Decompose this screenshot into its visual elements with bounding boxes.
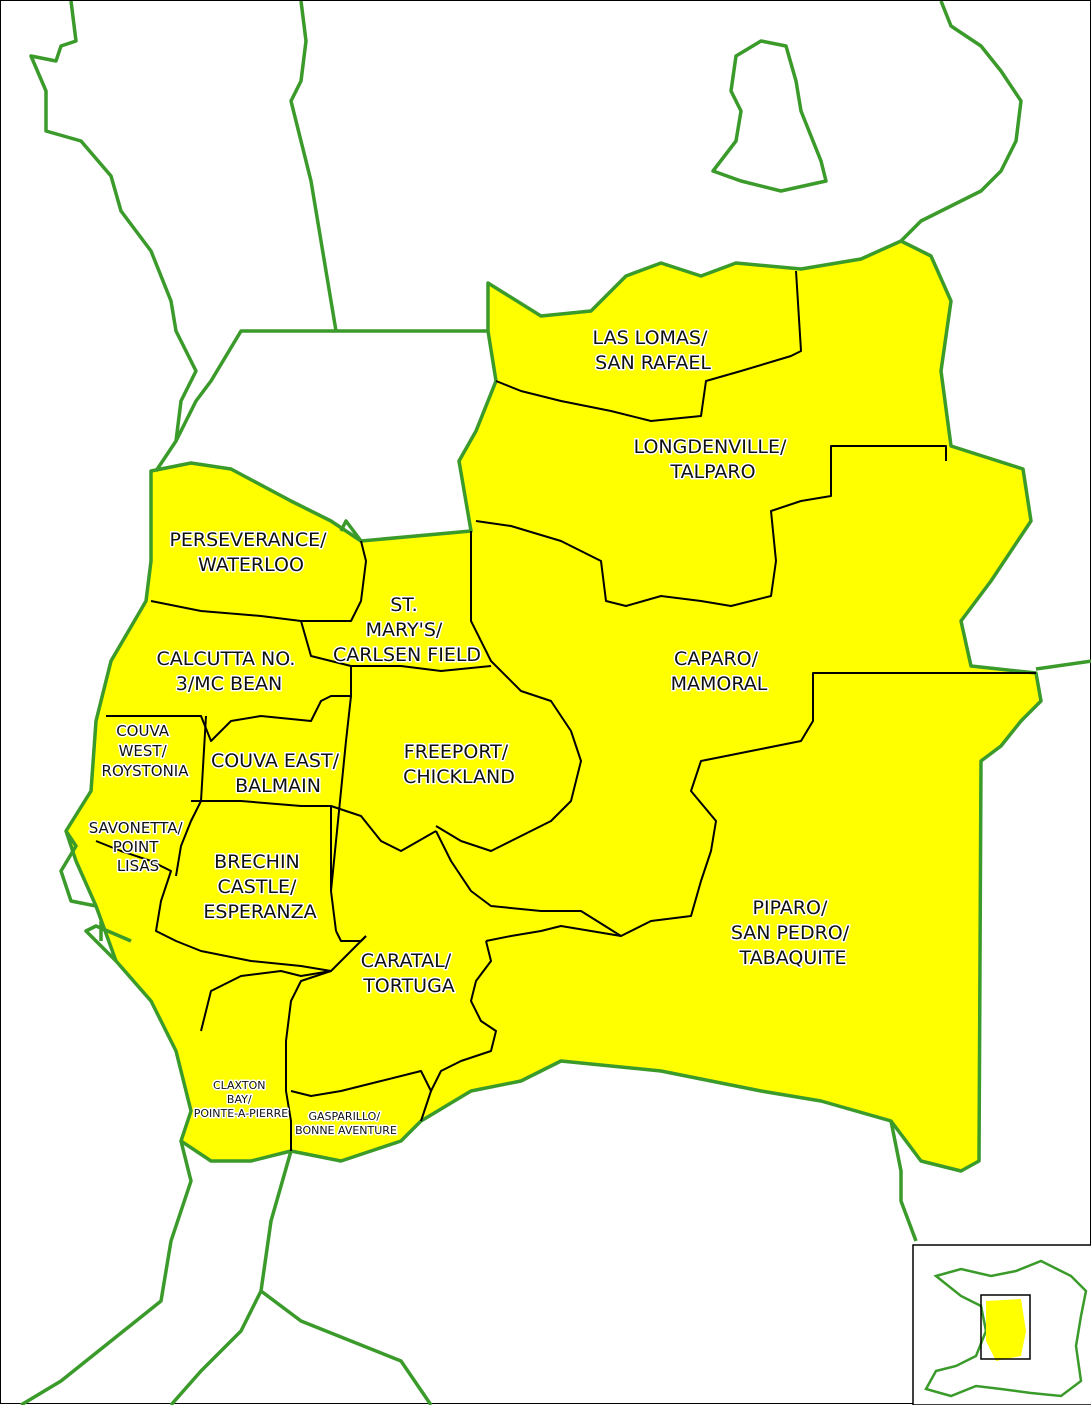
border-stmarys-freeport <box>300 620 492 672</box>
region-boundaries <box>95 270 1036 1151</box>
label-calcutta: CALCUTTA NO. 3/MC BEAN <box>157 648 302 695</box>
label-perseverance: PERSEVERANCE/ WATERLOO <box>169 529 332 576</box>
border-longdenville-caparo <box>475 445 947 607</box>
region-labels: LAS LOMAS/ SAN RAFAEL LONGDENVILLE/ TALP… <box>87 326 855 1139</box>
outer-boundaries <box>20 1 1091 1405</box>
border-claxton-gasparillo <box>285 970 332 1151</box>
label-brechin: BRECHIN CASTLE/ ESPERANZA <box>203 851 316 923</box>
label-couva-east: COUVA EAST/ BALMAIN <box>211 750 345 797</box>
inset-highlight <box>986 1299 1026 1361</box>
border-st-marys-caparo <box>435 531 582 852</box>
border-perseverance-calcutta <box>150 540 367 622</box>
boundary-interior-west <box>289 1 338 332</box>
label-gasparillo: GASPARILLO/ BONNE AVENTURE <box>295 1110 397 1137</box>
label-longdenville: LONGDENVILLE/ TALPARO <box>634 436 793 483</box>
label-piparo: PIPARO/ SAN PEDRO/ TABAQUITE <box>731 897 855 969</box>
boundary-north-edge <box>174 329 488 442</box>
border-brechin-caratal <box>335 930 367 942</box>
border-gasparillo-caratal <box>290 1070 432 1097</box>
boundary-west-points <box>59 830 132 963</box>
label-caratal: CARATAL/ TORTUGA <box>361 950 457 997</box>
label-st-marys: ST. MARY'S/ CARLSEN FIELD <box>333 594 481 666</box>
border-brechin-claxton <box>200 970 332 1032</box>
border-caratal-piparo-link <box>485 925 622 942</box>
border-couva-brechin <box>191 800 437 852</box>
boundary-northeast-coast <box>899 1 1023 243</box>
boundary-south-coast <box>889 1120 918 1242</box>
border-freeport-caratal <box>435 672 1036 937</box>
label-savonetta: SAVONETTA/ POINT LISAS <box>89 819 188 875</box>
border-couva-west-east <box>175 715 207 877</box>
island-north <box>711 39 828 193</box>
inset-map <box>912 1244 1091 1405</box>
boundary-east-spur <box>1035 659 1091 671</box>
label-caparo: CAPARO/ MAMORAL <box>671 648 768 695</box>
inset-extent-box <box>980 1294 1031 1360</box>
label-couva-west: COUVA WEST/ ROYSTONIA <box>102 722 190 780</box>
label-claxton: CLAXTON BAY/ POINTE-A-PIERRE <box>194 1079 289 1120</box>
border-laslomas-longdenville <box>495 270 802 422</box>
boundary-south-channel <box>169 1150 293 1405</box>
border-caratal-piparo <box>420 940 497 1122</box>
boundary-southwest <box>20 1140 193 1405</box>
boundary-inner-north <box>339 519 363 543</box>
boundary-south-interior <box>259 1289 433 1405</box>
label-las-lomas: LAS LOMAS/ SAN RAFAEL <box>593 327 714 374</box>
border-couva-east-freeport <box>330 695 352 932</box>
label-freeport: FREEPORT/ CHICKLAND <box>403 741 515 788</box>
boundary-west-coast-north <box>29 1 198 472</box>
